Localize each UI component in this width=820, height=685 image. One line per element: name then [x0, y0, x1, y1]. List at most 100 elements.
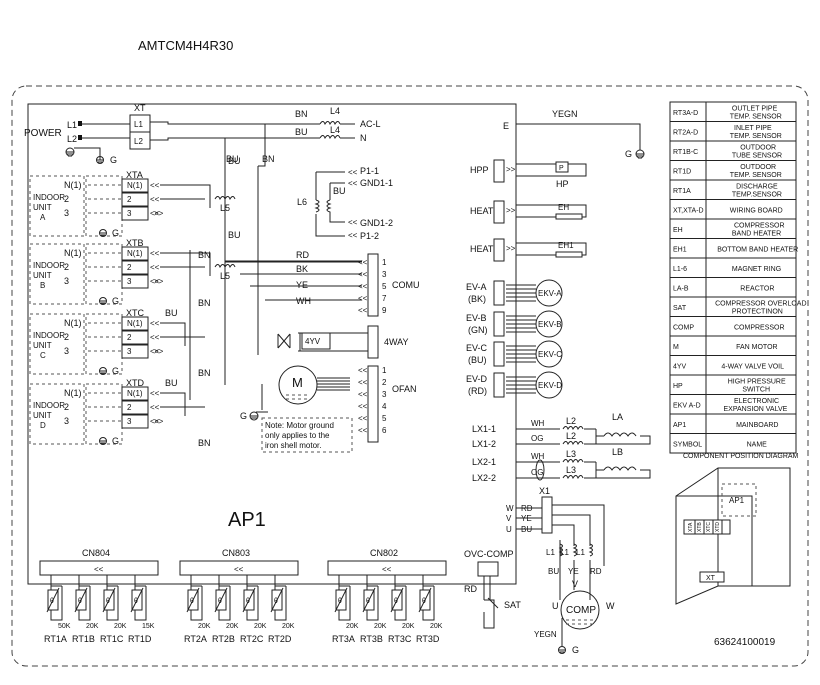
phase-label: W [506, 504, 514, 513]
indoor-unit-label: INDOOR [33, 193, 65, 202]
indoor-block-term: 2 [127, 263, 132, 272]
theta-mark: θ [78, 598, 82, 605]
terminal [121, 274, 149, 289]
connector-header [327, 560, 447, 576]
valve-4yv-icon [277, 332, 331, 350]
legend-symbol: EH [673, 227, 683, 234]
indoor-unit-label: B [40, 281, 45, 290]
n-label: N [360, 133, 367, 143]
ev-connector [493, 311, 505, 337]
ofan-pin: 3 [382, 390, 387, 399]
legend-desc: TEMP.SENSOR [732, 192, 782, 199]
reactor-la-label: LA [612, 412, 623, 422]
lx-ring: L3 [566, 449, 576, 459]
indoor-term-label: 3 [64, 276, 69, 286]
sensor-label: RT2B [212, 634, 235, 644]
phase-label: V [506, 514, 512, 523]
ev-connector [493, 280, 505, 306]
load-label: HEAT1 [470, 244, 498, 254]
heater-label: EH [558, 203, 569, 212]
legend-desc: TEMP. SENSOR [730, 172, 782, 179]
coil-4yv-label: 4YV [305, 337, 321, 346]
theta-mark: θ [134, 598, 138, 605]
sensor-label: RT2C [240, 634, 264, 644]
legend-desc: NAME [747, 442, 768, 449]
reactor-lb-icon [603, 466, 637, 471]
terminal [121, 178, 149, 193]
pin-chevron: << [150, 209, 160, 218]
indoor-block-term: 2 [127, 333, 132, 342]
comp-ground-icon [558, 646, 566, 654]
pin-chevron: >> [154, 347, 164, 356]
load-label: HEAT [470, 206, 494, 216]
sensor-value: 20K [402, 623, 415, 630]
ev-color: (GN) [468, 325, 488, 335]
legend-desc: EXPANSION VALVE [724, 406, 788, 413]
indoor-wire-bu: BU [228, 230, 241, 240]
ring-l4-label: L4 [330, 106, 340, 116]
ev-connector [493, 341, 505, 367]
bus-bu-label: BU [226, 154, 239, 164]
pin-chevron: << [150, 347, 160, 356]
pin-chevron: << [358, 414, 368, 423]
note-line-3: iron shell motor. [265, 441, 321, 450]
indoor-term-label: 3 [64, 416, 69, 426]
pin-chevron: << [150, 403, 160, 412]
ekv-label: EKV-B [538, 320, 562, 329]
lx-ring: L2 [566, 416, 576, 426]
indoor-unit-box [29, 243, 85, 305]
reactor-la-icon [603, 432, 637, 437]
mini-label: XTC [706, 522, 712, 532]
ofan-wires: 1<<2<<3<<4<<5<<6<< [317, 366, 387, 435]
indoor-ground-label: G [112, 436, 119, 446]
theta-mark: θ [366, 598, 370, 605]
pin-chevron: >> [506, 206, 516, 215]
magnet-ring-icon [562, 426, 584, 431]
expansion-valves: EV-A(BK)EKV-AEV-B(GN)EKV-BEV-C(BU)EKV-CE… [466, 279, 563, 399]
ev-color: (RD) [468, 386, 487, 396]
ekv-label: EKV-D [538, 381, 562, 390]
outer-frame [11, 85, 809, 667]
mini-label: XTA [688, 522, 694, 532]
load-connector [493, 238, 505, 262]
ac-l-label: AC-L [360, 119, 381, 129]
terminal [121, 400, 149, 415]
lx-wire: OG [531, 468, 543, 477]
sensor-label: RT3D [416, 634, 440, 644]
ev-label: EV-A [466, 282, 487, 292]
indoor-wire-bn: BN [198, 250, 211, 260]
lx-wire: WH [531, 419, 545, 428]
theta-mark: θ [338, 598, 342, 605]
legend-desc: PROTECTINON [732, 309, 783, 316]
indoor-block-term: 2 [127, 403, 132, 412]
magnet-ring-l1-icon [558, 543, 563, 557]
xt-term-1: L1 [134, 120, 143, 129]
indoor-wire-bu: BU [165, 308, 178, 318]
indoor-unit-label: C [40, 351, 46, 360]
indoor-ground-label: G [112, 366, 119, 376]
comu-wire-label: RD [296, 250, 309, 260]
indoor-wire-bn: BN [198, 438, 211, 448]
indoor-block-label: XTD [126, 378, 145, 388]
sensor-connectors: CN804<<θ50KRT1Aθ20KRT1Bθ20KRT1Cθ15KRT1DC… [39, 548, 447, 644]
legend-symbol: XT,XTA-D [673, 208, 704, 215]
connector-name: CN802 [370, 548, 398, 558]
legend-symbol: M [673, 344, 679, 351]
pin-chevron: << [358, 306, 368, 315]
ekv-coil-icon [535, 340, 563, 368]
indoor-unit-label: INDOOR [33, 331, 65, 340]
legend-desc: OUTLET PIPE [732, 106, 778, 113]
pin-chevron: << [358, 270, 368, 279]
indoor-term-box [85, 383, 123, 445]
pin-chevron: << [358, 366, 368, 375]
ofan-pin: 1 [382, 366, 387, 375]
legend-symbol: AP1 [673, 422, 686, 429]
svg-text:<<: << [348, 218, 358, 227]
legend-symbol: SAT [673, 305, 687, 312]
pin-chevron: << [150, 249, 160, 258]
doc-number: 63624100019 [714, 637, 776, 648]
theta-mark: θ [246, 598, 250, 605]
pin-chevron: >> [154, 277, 164, 286]
mini-label: XTB [697, 522, 703, 532]
sensor-label: RT2D [268, 634, 292, 644]
